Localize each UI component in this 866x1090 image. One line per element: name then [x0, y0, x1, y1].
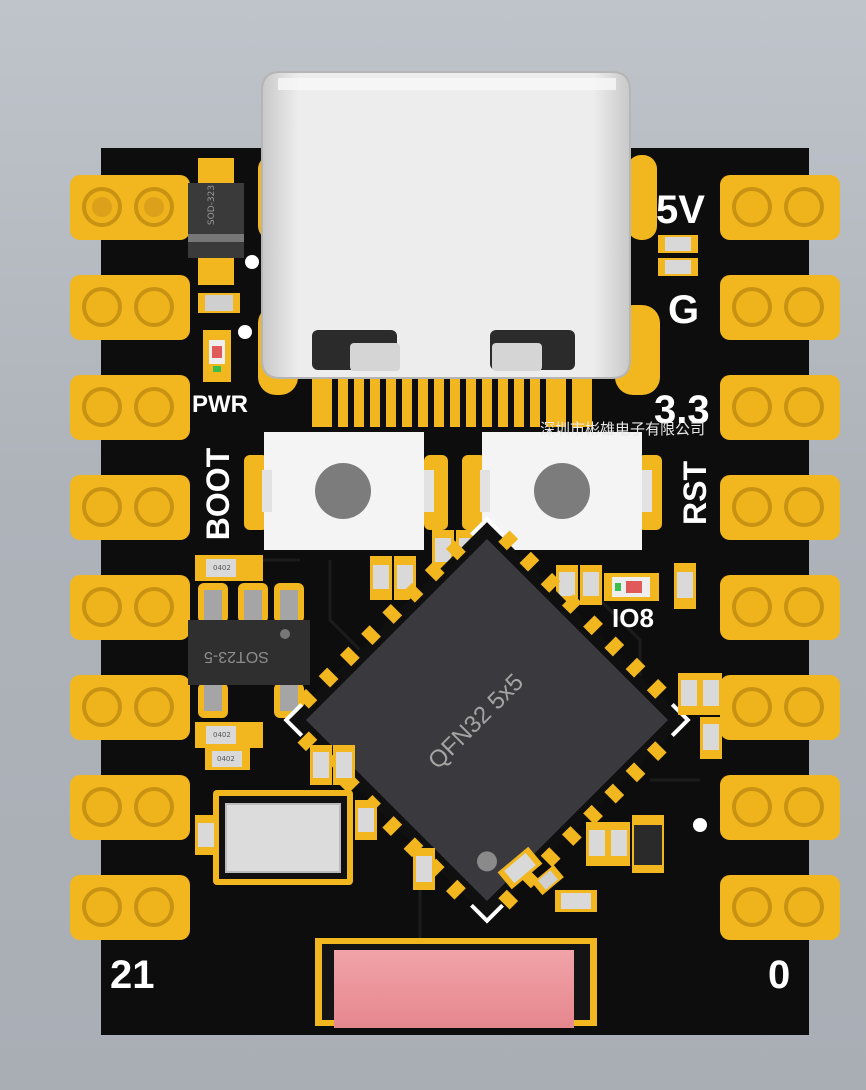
mcu-qfn32: [283, 516, 691, 924]
cap-label-c: 0402: [217, 755, 235, 763]
smd-parts-lower: [195, 673, 722, 912]
label-pin-0: 0: [768, 953, 791, 997]
crystal: [213, 790, 353, 885]
cap-label-a: 0402: [213, 564, 231, 572]
label-io8: IO8: [612, 603, 654, 633]
label-g: G: [668, 288, 700, 332]
caps-left: [195, 555, 263, 770]
cap-label-b: 0402: [213, 731, 231, 739]
label-rst: RST: [677, 461, 713, 525]
io8-led-area: [556, 563, 696, 609]
usb-c-connector: [261, 71, 631, 379]
bottom-connector: [315, 938, 597, 1028]
smd-parts-right-top: [658, 235, 698, 276]
label-3v3: 3.3: [654, 388, 710, 432]
rst-button[interactable]: [462, 432, 662, 550]
diode-sod323: [188, 158, 244, 285]
diode-label: SOD-323: [207, 184, 218, 226]
smd-parts-left-top: [198, 293, 240, 382]
label-boot: BOOT: [200, 447, 236, 541]
regulator-sot23-5: [188, 583, 310, 718]
right-pin-pads: [720, 175, 840, 940]
usb-pins: [312, 375, 592, 427]
regulator-label: SOT23-5: [204, 648, 269, 665]
label-pin-21: 21: [110, 953, 155, 997]
boot-button[interactable]: [244, 432, 448, 550]
label-pwr: PWR: [192, 391, 248, 418]
label-5v: 5V: [656, 188, 705, 232]
maker-label: 深圳市彬雄电子有限公司: [540, 421, 706, 438]
left-pin-pads: [70, 175, 190, 940]
